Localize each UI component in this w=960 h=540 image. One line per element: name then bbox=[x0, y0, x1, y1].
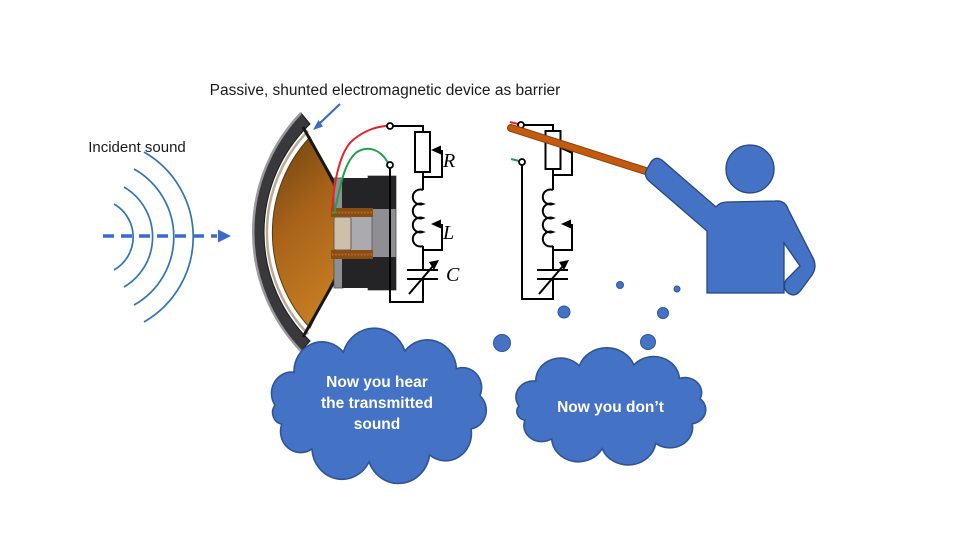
inductor-label: L bbox=[443, 222, 455, 244]
thought-cloud-left-text: Now you hear the transmitted sound bbox=[303, 372, 451, 435]
diagram-title: Passive, shunted electromagnetic device … bbox=[209, 82, 561, 99]
speaker-pole-piece bbox=[347, 215, 373, 253]
inductor-symbol bbox=[541, 188, 556, 248]
person-head bbox=[725, 144, 775, 194]
red-lead-wire bbox=[331, 125, 389, 213]
resistor-label: R bbox=[443, 150, 456, 172]
capacitor-symbol bbox=[407, 260, 439, 295]
capacitor-label: C bbox=[446, 264, 460, 286]
cloud-left-line-2: the transmitted bbox=[321, 395, 433, 412]
person-body bbox=[644, 157, 816, 296]
speaker-neck bbox=[333, 216, 352, 251]
shunt-circuit-connected bbox=[386, 122, 443, 303]
cloud-left-line-1: Now you hear bbox=[326, 374, 428, 391]
incident-sound-label: Incident sound bbox=[88, 139, 186, 156]
thought-cloud-right bbox=[516, 348, 706, 465]
incident-direction-arrow bbox=[103, 229, 231, 243]
loudspeaker bbox=[252, 112, 397, 352]
cloud-left-line-3: sound bbox=[353, 416, 401, 433]
speaker-magnet-bottom bbox=[342, 256, 372, 288]
capacitor-symbol bbox=[537, 260, 569, 295]
terminal-green-2 bbox=[518, 158, 526, 166]
inductor-symbol bbox=[411, 188, 426, 248]
speaker-cone bbox=[271, 136, 343, 329]
speaker-magnet-top bbox=[342, 178, 372, 210]
terminal-green-1 bbox=[386, 161, 394, 169]
thought-cloud-left bbox=[272, 328, 487, 483]
resistor-symbol bbox=[414, 131, 431, 173]
person-figure bbox=[644, 144, 816, 296]
terminal-red-1 bbox=[386, 122, 394, 130]
thought-bubble-trail bbox=[493, 281, 681, 352]
annotation-arrow bbox=[313, 103, 341, 130]
pointer-stick bbox=[507, 124, 659, 178]
thought-cloud-right-text: Now you don’t bbox=[557, 399, 664, 416]
green-lead-wire bbox=[333, 147, 389, 215]
